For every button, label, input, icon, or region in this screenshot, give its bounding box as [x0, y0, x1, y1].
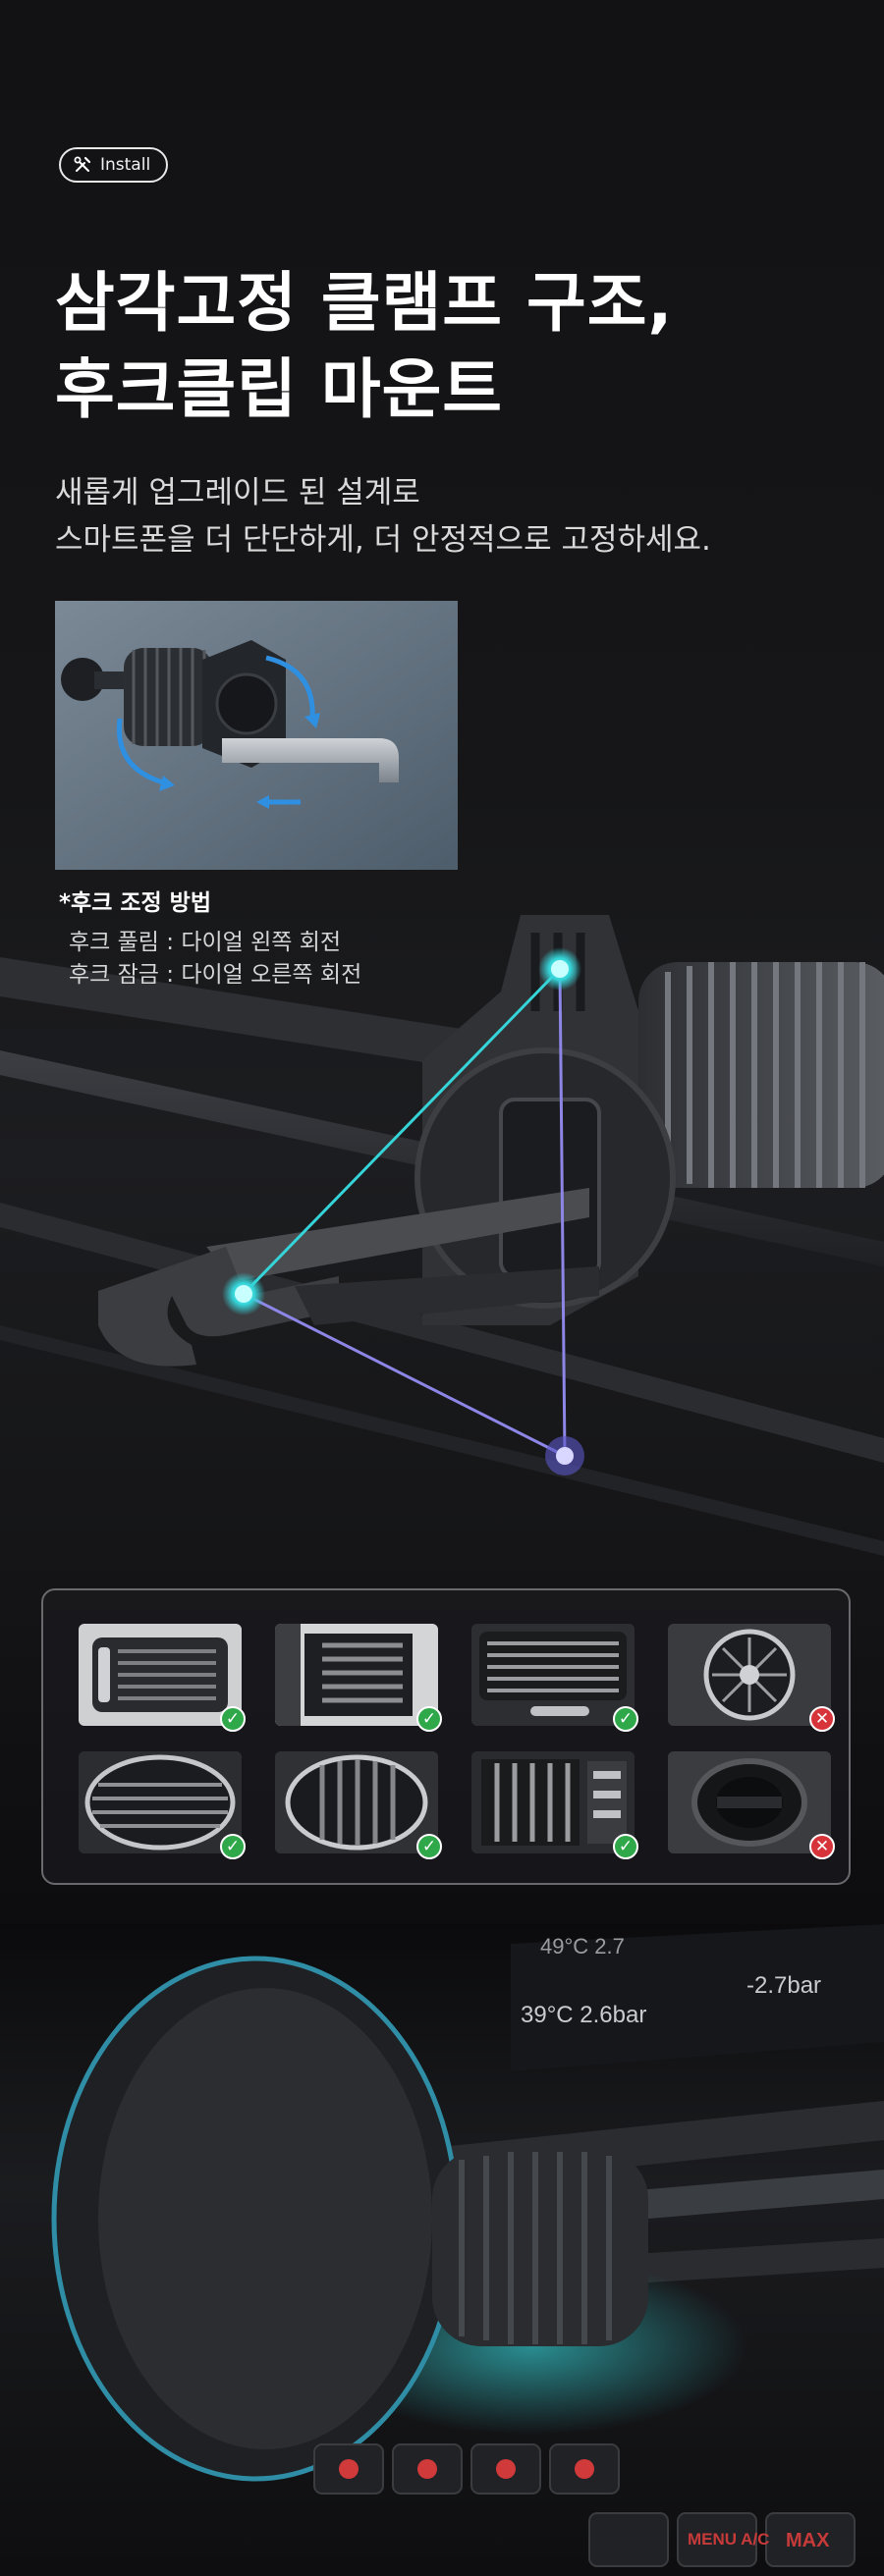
vent-thumbnail-round-vertical: [275, 1751, 438, 1853]
compatible-check-icon: ✓: [416, 1706, 442, 1732]
compatible-check-icon: ✓: [416, 1834, 442, 1859]
vent-thumbnail-round-horizontal: [79, 1751, 242, 1853]
vent-thumbnail-horizontal-slats: [471, 1624, 635, 1726]
dashboard-button-label: MENU A/C: [688, 2530, 769, 2549]
dashboard-button-label: MAX: [786, 2530, 830, 2551]
title-line: 후크클립 마운트: [55, 351, 504, 427]
dashboard-readout: 39°C 2.6bar: [521, 2002, 646, 2028]
subtitle-line: 스마트폰을 더 단단하게, 더 안정적으로 고정하세요.: [55, 522, 711, 558]
compatible-check-icon: ✓: [613, 1834, 638, 1859]
badge-label: Install: [100, 155, 151, 175]
incompatible-x-icon: ✕: [809, 1834, 835, 1859]
vent-compatibility-panel: ✓ ✓ ✓ ✕ ✓ ✓ ✓ ✕: [41, 1588, 851, 1885]
car-mounted-phone-holder-photo: 39°C 2.6bar -2.7bar 49°C 2.7: [0, 1924, 884, 2576]
compatible-check-icon: ✓: [613, 1706, 638, 1732]
title-line: 삼각고정 클램프 구조,: [55, 265, 674, 341]
tools-icon: [74, 156, 91, 172]
install-badge: Install: [59, 147, 169, 183]
page-subtitle: 새롭게 업그레이드 된 설계로 스마트폰을 더 단단하게, 더 안정적으로 고정…: [55, 469, 711, 564]
dashboard-readout: -2.7bar: [746, 1972, 821, 1999]
hook-release-line: 후크 풀림 : 다이얼 왼쪽 회전: [69, 930, 342, 955]
hook-adjust-heading: *후크 조정 방법: [59, 890, 212, 916]
triangle-clamp-illustration: [0, 864, 884, 1610]
vent-thumbnail-vertical-panel: [471, 1751, 635, 1853]
vent-thumbnail-vertical-fins: [275, 1624, 438, 1726]
compatible-check-icon: ✓: [220, 1706, 246, 1732]
vent-thumbnail-round-closed: [668, 1751, 831, 1853]
vent-thumbnail-round-turbine: [668, 1624, 831, 1726]
subtitle-line: 새롭게 업그레이드 된 설계로: [55, 475, 420, 510]
incompatible-x-icon: ✕: [809, 1706, 835, 1732]
dial-rotation-photo: [55, 601, 458, 870]
compatible-check-icon: ✓: [220, 1834, 246, 1859]
page-title: 삼각고정 클램프 구조, 후크클립 마운트: [55, 260, 674, 433]
hook-lock-line: 후크 잠금 : 다이얼 오른쪽 회전: [69, 962, 362, 988]
dashboard-readout: 49°C 2.7: [540, 1934, 625, 1959]
vent-thumbnail-rectangular: [79, 1624, 242, 1726]
hook-adjust-instructions: 후크 풀림 : 다이얼 왼쪽 회전 후크 잠금 : 다이얼 오른쪽 회전: [69, 927, 361, 992]
